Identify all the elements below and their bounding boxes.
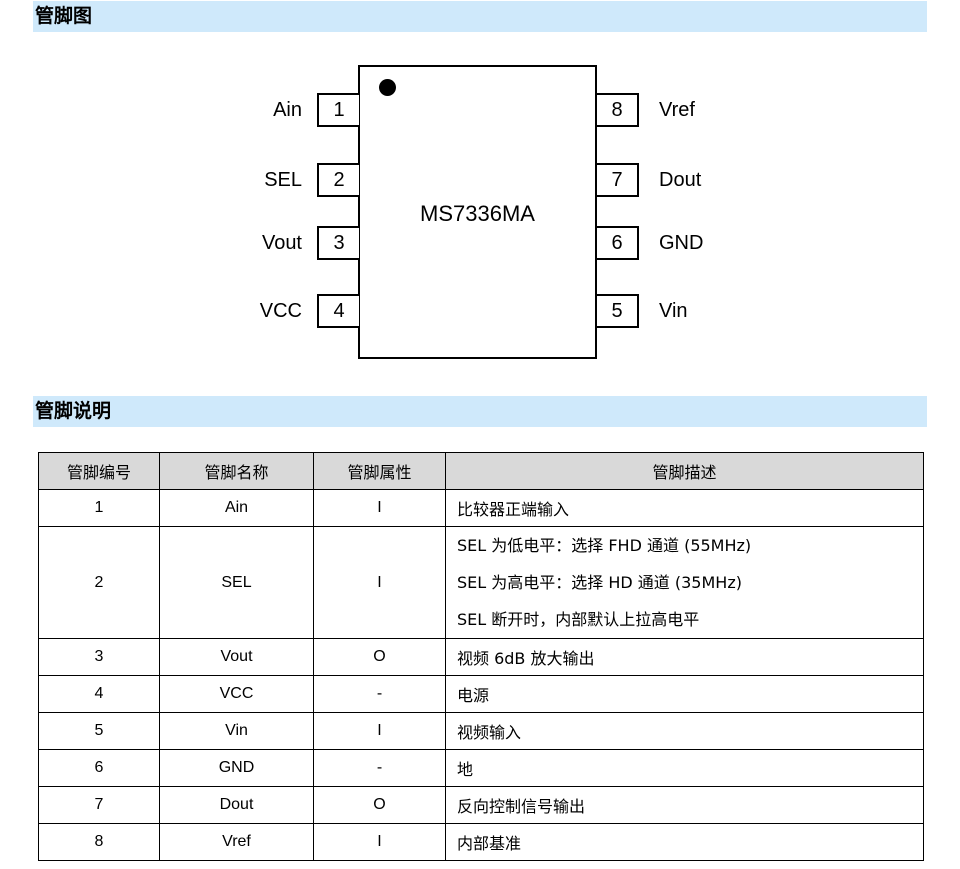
chip-body: MS7336MA bbox=[358, 65, 597, 359]
cell-description: 视频输入 bbox=[445, 712, 924, 750]
cell-description: 地 bbox=[445, 749, 924, 787]
cell-description: 内部基准 bbox=[445, 823, 924, 861]
cell-number: 7 bbox=[38, 786, 160, 824]
header-pin-name: 管脚名称 bbox=[159, 452, 314, 490]
cell-description: SEL 为低电平：选择 FHD 通道 (55MHz) SEL 为高电平：选择 H… bbox=[445, 526, 924, 639]
pin-label-7: Dout bbox=[659, 169, 702, 191]
pin-label-2: SEL bbox=[264, 169, 302, 191]
pin-box-7: 7 bbox=[597, 163, 639, 197]
pin-box-3: 3 bbox=[317, 226, 359, 260]
description-line: SEL 断开时，内部默认上拉高电平 bbox=[457, 610, 700, 629]
cell-number: 4 bbox=[38, 675, 160, 713]
cell-type: O bbox=[313, 786, 446, 824]
cell-description: 反向控制信号输出 bbox=[445, 786, 924, 824]
table-row: 4 VCC - 电源 bbox=[38, 675, 924, 713]
description-line: SEL 为高电平：选择 HD 通道 (35MHz) bbox=[457, 573, 742, 592]
cell-name: Vout bbox=[159, 638, 314, 676]
pin-label-6: GND bbox=[659, 232, 704, 254]
cell-type: - bbox=[313, 675, 446, 713]
cell-description: 电源 bbox=[445, 675, 924, 713]
cell-type: I bbox=[313, 712, 446, 750]
description-section-title: 管脚说明 bbox=[35, 400, 112, 422]
pin-label-8: Vref bbox=[659, 99, 695, 121]
cell-number: 5 bbox=[38, 712, 160, 750]
pin-label-5: Vin bbox=[659, 300, 688, 322]
pin-box-8: 8 bbox=[597, 93, 639, 127]
table-row: 2 SEL I SEL 为低电平：选择 FHD 通道 (55MHz) SEL 为… bbox=[38, 526, 924, 639]
table-row: 8 Vref I 内部基准 bbox=[38, 823, 924, 861]
cell-name: Dout bbox=[159, 786, 314, 824]
table-row: 6 GND - 地 bbox=[38, 749, 924, 787]
cell-number: 3 bbox=[38, 638, 160, 676]
pin-box-1: 1 bbox=[317, 93, 359, 127]
chip-name: MS7336MA bbox=[420, 201, 535, 226]
cell-name: GND bbox=[159, 749, 314, 787]
pin1-marker-dot bbox=[379, 79, 396, 96]
pin-label-1: Ain bbox=[273, 99, 302, 121]
cell-number: 8 bbox=[38, 823, 160, 861]
cell-number: 1 bbox=[38, 489, 160, 527]
cell-name: Ain bbox=[159, 489, 314, 527]
cell-description: 比较器正端输入 bbox=[445, 489, 924, 527]
header-pin-type: 管脚属性 bbox=[313, 452, 446, 490]
cell-name: SEL bbox=[159, 526, 314, 639]
cell-type: I bbox=[313, 823, 446, 861]
cell-type: I bbox=[313, 526, 446, 639]
table-row: 5 Vin I 视频输入 bbox=[38, 712, 924, 750]
cell-number: 6 bbox=[38, 749, 160, 787]
cell-name: Vref bbox=[159, 823, 314, 861]
description-section-bar: 管脚说明 bbox=[33, 396, 927, 427]
cell-type: - bbox=[313, 749, 446, 787]
table-row: 1 Ain I 比较器正端输入 bbox=[38, 489, 924, 527]
cell-number: 2 bbox=[38, 526, 160, 639]
header-pin-number: 管脚编号 bbox=[38, 452, 160, 490]
table-row: 7 Dout O 反向控制信号输出 bbox=[38, 786, 924, 824]
header-pin-description: 管脚描述 bbox=[445, 452, 924, 490]
pinout-section-bar: 管脚图 bbox=[33, 1, 927, 32]
pin-box-6: 6 bbox=[597, 226, 639, 260]
pin-box-2: 2 bbox=[317, 163, 359, 197]
cell-name: VCC bbox=[159, 675, 314, 713]
pinout-section-title: 管脚图 bbox=[35, 5, 93, 27]
cell-type: I bbox=[313, 489, 446, 527]
pin-label-3: Vout bbox=[261, 232, 302, 254]
cell-description: 视频 6dB 放大输出 bbox=[445, 638, 924, 676]
description-line: SEL 为低电平：选择 FHD 通道 (55MHz) bbox=[457, 536, 752, 555]
table-header-row: 管脚编号 管脚名称 管脚属性 管脚描述 bbox=[38, 452, 924, 490]
cell-name: Vin bbox=[159, 712, 314, 750]
cell-type: O bbox=[313, 638, 446, 676]
table-row: 3 Vout O 视频 6dB 放大输出 bbox=[38, 638, 924, 676]
pin-label-4: VCC bbox=[259, 300, 302, 322]
pin-box-5: 5 bbox=[597, 294, 639, 328]
pin-box-4: 4 bbox=[317, 294, 359, 328]
pin-description-table: 管脚编号 管脚名称 管脚属性 管脚描述 1 Ain I 比较器正端输入 2 SE… bbox=[38, 452, 924, 861]
